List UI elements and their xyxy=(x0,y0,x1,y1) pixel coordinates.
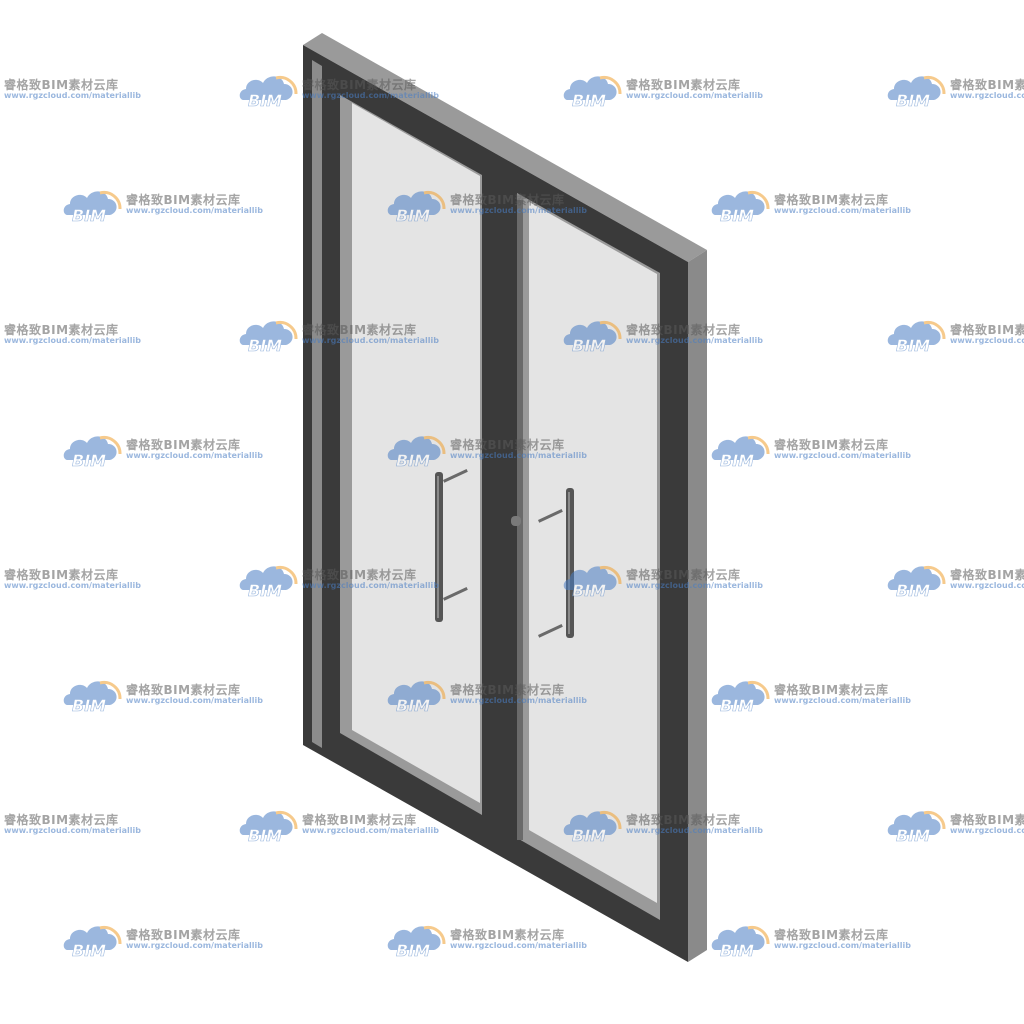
lock-cylinder xyxy=(511,516,521,526)
frame-top-face xyxy=(303,33,707,262)
frame-left-jamb xyxy=(312,60,322,748)
left-glass-panel xyxy=(352,103,480,803)
right-glass-panel xyxy=(529,202,657,903)
frame-right-face xyxy=(688,250,707,962)
handle-standoffs xyxy=(442,469,563,638)
